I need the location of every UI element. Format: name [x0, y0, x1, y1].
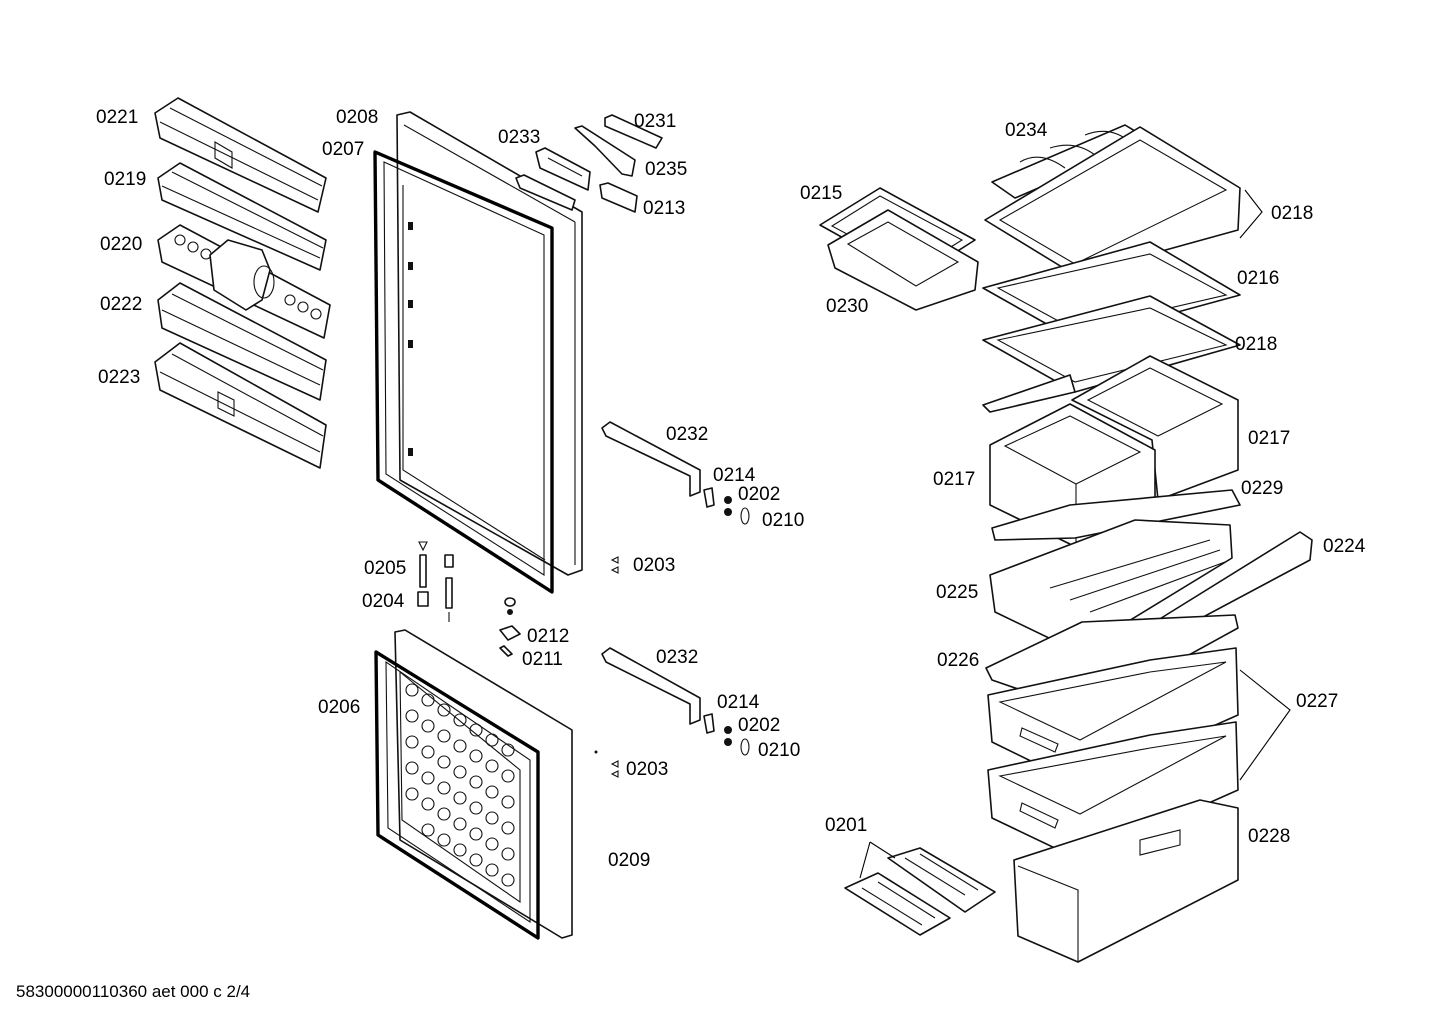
clips-0203-upper[interactable] [610, 556, 619, 574]
label-0203-lower: 0203 [626, 759, 669, 780]
door-panel-0208[interactable] [396, 111, 583, 576]
crisper-drawer-0217-right[interactable] [1071, 355, 1239, 501]
label-0225: 0225 [936, 582, 979, 603]
cap-0210-upper[interactable] [740, 507, 750, 525]
handle-cover-0233[interactable] [535, 147, 591, 191]
door-shelf-0223[interactable] [154, 342, 327, 469]
label-0232-upper: 0232 [666, 424, 709, 445]
label-0201: 0201 [825, 815, 868, 836]
crisper-cover-0229[interactable] [991, 489, 1241, 541]
label-0212: 0212 [527, 626, 570, 647]
label-0202-lower: 0202 [738, 715, 781, 736]
label-0235: 0235 [645, 159, 688, 180]
drawer-0225[interactable] [989, 519, 1233, 653]
label-0202-upper: 0202 [738, 484, 781, 505]
label-0226: 0226 [937, 650, 980, 671]
label-0209: 0209 [608, 850, 651, 871]
door-handle-0232-lower[interactable] [601, 647, 701, 725]
label-0205: 0205 [364, 558, 407, 579]
glass-shelf-0216[interactable] [982, 241, 1241, 341]
label-0223: 0223 [98, 367, 141, 388]
freezer-drawer-0228[interactable] [1013, 799, 1239, 963]
label-0221: 0221 [96, 107, 139, 128]
door-shelf-0221[interactable] [154, 97, 327, 213]
label-0222: 0222 [100, 294, 143, 315]
label-0214-lower: 0214 [717, 692, 760, 713]
label-0214-upper: 0214 [713, 465, 756, 486]
label-0210-lower: 0210 [758, 740, 801, 761]
screws-0202-lower[interactable] [724, 726, 732, 746]
trim-0231[interactable] [604, 114, 663, 149]
label-plate-0213[interactable] [599, 182, 638, 213]
label-0213: 0213 [643, 198, 686, 219]
ice-tray-0201-b[interactable] [844, 872, 951, 936]
label-0228: 0228 [1248, 826, 1291, 847]
cap-0210-lower[interactable] [740, 738, 750, 756]
shelf-0218-bottom[interactable] [982, 374, 1076, 413]
label-0230: 0230 [826, 296, 869, 317]
hinge-block-0212[interactable] [499, 597, 521, 641]
screws-0202-upper[interactable] [724, 496, 732, 516]
label-0217-right: 0217 [1248, 428, 1291, 449]
label-0210-upper: 0210 [762, 510, 805, 531]
label-0229: 0229 [1241, 478, 1284, 499]
label-0224: 0224 [1323, 536, 1366, 557]
leader-lines [859, 189, 1291, 879]
freezer-door-frame-0206[interactable] [374, 650, 540, 940]
label-0216: 0216 [1237, 268, 1280, 289]
hinge-0214-lower[interactable] [703, 713, 715, 734]
label-0204: 0204 [362, 591, 405, 612]
label-0233: 0233 [498, 127, 541, 148]
label-0220: 0220 [100, 234, 143, 255]
label-0227: 0227 [1296, 691, 1339, 712]
door-shelf-0219[interactable] [157, 162, 327, 271]
bracket-0235[interactable] [574, 125, 636, 177]
label-0203-upper: 0203 [633, 555, 676, 576]
hinge-0214-upper[interactable] [703, 487, 715, 508]
tray-0230[interactable] [827, 209, 979, 311]
document-id: 58300000110360 aet 000 c 2/4 [16, 982, 251, 1001]
egg-tray-0220[interactable] [157, 224, 331, 339]
door-shelf-0222[interactable] [157, 282, 327, 401]
label-0211: 0211 [522, 649, 563, 670]
label-0218-lower: 0218 [1235, 334, 1278, 355]
label-0232-lower: 0232 [656, 647, 699, 668]
label-0219: 0219 [104, 169, 147, 190]
label-0215: 0215 [800, 183, 843, 204]
hinge-pin-0205[interactable] [418, 541, 454, 622]
freezer-drawer-0227-upper[interactable] [987, 647, 1239, 786]
pin-0211[interactable] [499, 645, 513, 657]
glass-shelf-0218-top[interactable] [984, 126, 1241, 276]
ice-tray-0201-a[interactable] [887, 847, 996, 913]
door-handle-0232-upper[interactable] [601, 421, 701, 497]
strip-0208b[interactable] [515, 174, 576, 211]
glass-shelf-0218-lower[interactable] [982, 295, 1241, 393]
label-0218-top: 0218 [1271, 203, 1314, 224]
label-0206: 0206 [318, 697, 361, 718]
label-0231: 0231 [634, 111, 677, 132]
door-frame-0207[interactable] [373, 150, 554, 594]
label-0208: 0208 [336, 107, 379, 128]
bushing-0204[interactable] [417, 591, 429, 607]
label-0207: 0207 [322, 139, 365, 160]
freezer-drawer-0227-lower[interactable] [987, 721, 1239, 861]
clips-0203-lower[interactable] [594, 750, 619, 778]
label-0217-left: 0217 [933, 469, 976, 490]
label-0234: 0234 [1005, 120, 1048, 141]
